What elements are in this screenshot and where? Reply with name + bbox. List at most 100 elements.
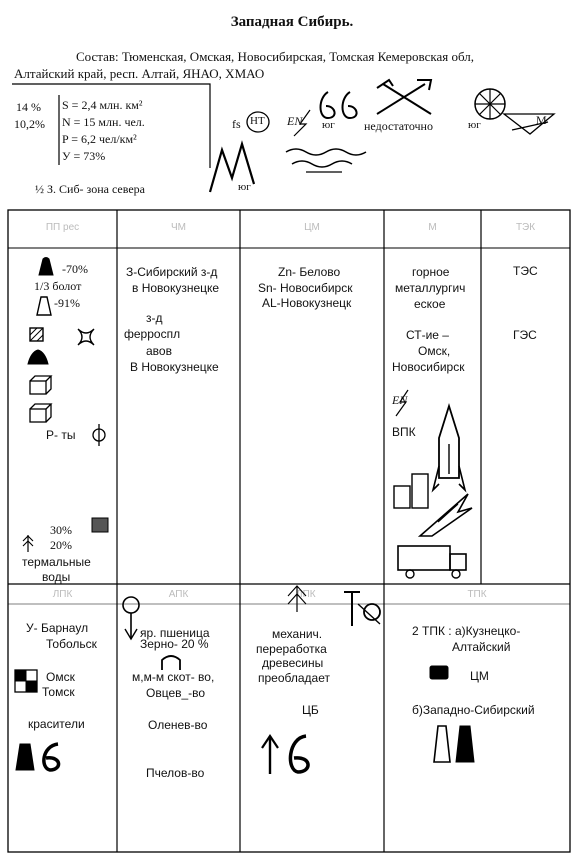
thermal-label-1: термальные [22,555,91,569]
cube-icon-2 [29,403,53,423]
chem-line-2: Тобольск [46,637,97,651]
cattle-icon [161,655,181,670]
insufficient-label: недостаточно [364,119,433,133]
grain-label: Зерно- 20 % [140,637,209,651]
south-label-2: юг [468,119,481,131]
header-tpk: ТПК [467,589,487,600]
tes-label: ТЭС [513,264,538,278]
header-energy: ТЭК [515,222,536,233]
m-label: М [536,113,547,127]
header-resources: ПП рес [45,222,80,233]
nt-circle-icon [246,111,270,133]
mining-line-1: горное [412,265,450,279]
wheat-label: яр. пшеница [140,626,210,640]
timber-line-1: механич. [272,627,323,641]
area-value: S = 2,4 млн. км² [62,98,143,112]
south-label-1: юг [322,119,335,131]
fs-label: fs [232,117,241,131]
wheel-icon [474,88,506,120]
machine-line-3: Новосибирск [392,360,465,374]
ferro-line-1: з-д [146,311,163,325]
wheat-flower-icon [122,596,140,641]
rivers-label: Р- ты [46,428,76,442]
rocket-icon [431,402,467,493]
water-waves-icon [285,148,367,173]
checker-icon [14,669,38,693]
zn-belovo: Zn- Белово [278,265,341,279]
machine-line-1: СТ-ие – [406,328,449,342]
header-chemical: ЛПК [52,589,73,600]
factory-blocks-icon [393,473,429,509]
plant-line-2: в Новокузнецке [132,281,220,295]
ferro-line-3: авов [146,344,172,358]
sawmill-icon [344,591,381,626]
cube-icon-1 [29,375,53,395]
gas-percent: -91% [54,296,80,310]
aircraft-icon [417,493,473,537]
ore-square-icon [29,327,44,342]
omsk-label: Омск [46,670,75,684]
tree-icon [22,535,34,552]
forest-square-icon [91,517,109,533]
thermal-label-2: воды [42,570,71,584]
cm-square-icon [429,665,449,680]
page-title: Западная Сибирь. [230,14,354,30]
header-ferrous: ЧМ [171,222,186,233]
coal-66-icon [319,91,358,120]
chem-line-1: У- Барнаул [26,621,89,635]
tpk-line-3: б)Западно-Сибирский [412,703,535,717]
pct-20: 20% [50,538,72,552]
machine-line-2: Омск, [418,344,451,358]
mining-line-3: еское [414,297,446,311]
composition-line-2: Алтайский край, респ. Алтай, ЯНАО, ХМАО [14,66,265,81]
ferro-line-2: ферроспл [124,327,181,341]
tomsk-label: Томск [42,685,75,699]
tpk-cm-label: ЦМ [470,669,489,683]
ges-label: ГЭС [513,328,537,342]
tree-6-icon [261,734,310,774]
header-timber: ЛПК [296,589,316,600]
tpk-line-2: Алтайский [452,640,511,654]
south-label-3: юг [238,181,251,193]
nt-label: НТ [250,115,265,127]
salt-mound-icon [27,349,49,365]
header-agro: АПК [168,589,189,600]
urban-value: У = 73% [62,149,106,163]
gas-icon [36,296,52,316]
star-mineral-icon [77,328,95,346]
header-nonferrous: ЦМ [304,222,320,233]
forest-percent: 30% [50,523,72,537]
lightning-icon [293,109,311,137]
composition-line-1: Состав: Тюменская, Омская, Новосибирская… [76,49,475,64]
population-value: N = 15 млн. чел. [62,115,145,129]
pulp-label: ЦБ [302,703,319,717]
ferro-line-4: В Новокузнецке [130,360,219,374]
mountains-icon [208,140,256,193]
swamps-label: 1/3 болот [34,279,82,293]
area-percent: 14 % [16,100,41,114]
truck-icon [397,545,467,579]
lightning-icon-2 [395,389,409,417]
al-novokuznetsk: AL-Новокузнецк [262,296,352,310]
hydro-circle-icon [92,424,106,446]
timber-line-2: переработка [256,642,327,656]
population-percent: 10,2% [14,117,45,131]
en-label: EN [287,114,303,128]
bees-label: Пчелов-во [146,766,205,780]
m-triangle-icon [502,113,556,135]
timber-line-3: древесины [262,656,324,670]
tpk-shapes-icon [433,725,475,763]
deer-label: Оленев-во [148,718,208,732]
meat-label: м,м-м скот- во, [132,670,215,684]
dyes-label: красители [28,717,85,731]
dye-6-icon [15,742,61,772]
vpk-label: ВПК [392,425,416,439]
sn-novosibirsk: Sn- Новосибирск [258,281,353,295]
header-machine: М [428,222,437,233]
oil-percent: -70% [62,262,88,276]
mining-line-2: металлургич [395,281,466,295]
oil-icon [38,257,54,276]
plant-line-1: З-Сибирский з-д [126,265,218,279]
sheep-label: Овцев_-во [146,686,206,700]
zone-note: ½ З. Сиб- зона севера [35,182,146,196]
